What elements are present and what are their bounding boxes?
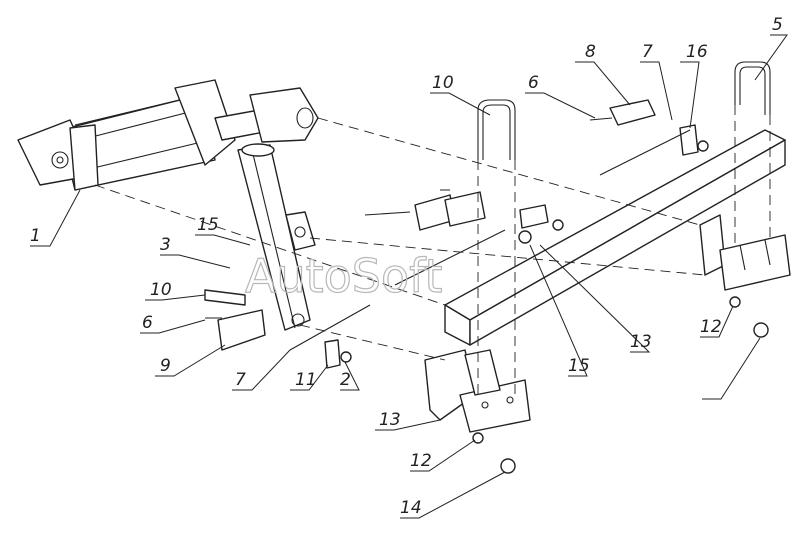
link-arm <box>237 143 316 331</box>
callout-2: 13 <box>379 410 401 430</box>
callout-1: 15 <box>197 215 219 235</box>
callout-13-right: 12 <box>700 317 722 337</box>
callout-6-left: 9 <box>160 356 171 376</box>
callout-15-left: 3 <box>160 235 171 255</box>
watermark-text: AutoSoft <box>245 249 443 303</box>
alignment-lines <box>94 105 771 400</box>
callout-10-top: 6 <box>528 73 539 93</box>
callout-3: 10 <box>150 280 172 300</box>
callout-4: 5 <box>772 15 783 35</box>
callout-6-top: 8 <box>585 42 596 62</box>
callout-12-bottom: 14 <box>400 498 422 518</box>
callout-7-top: 16 <box>686 42 708 62</box>
hydraulic-cylinder <box>17 79 319 191</box>
callout-13-bottom: 12 <box>410 451 432 471</box>
u-bolt-left <box>477 99 516 160</box>
callout-labels: 5 10 6 8 7 16 1 15 3 10 6 9 7 11 2 13 12… <box>30 15 783 518</box>
callout-10-left: 6 <box>142 313 153 333</box>
leader-lines <box>30 34 788 519</box>
callout-14: 15 <box>568 356 590 376</box>
u-bolt-right <box>734 61 771 115</box>
callout-15-right: 13 <box>630 332 652 352</box>
callout-16: 1 <box>30 226 41 246</box>
callout-11: 2 <box>340 370 351 390</box>
small-parts <box>204 99 769 474</box>
callout-9: 7 <box>235 370 246 390</box>
right-bracket <box>699 214 791 291</box>
callout-5: 10 <box>432 73 454 93</box>
callout-7-left: 11 <box>295 370 317 390</box>
callout-8: 7 <box>642 42 653 62</box>
main-beam <box>444 129 786 346</box>
left-bracket <box>424 349 531 433</box>
